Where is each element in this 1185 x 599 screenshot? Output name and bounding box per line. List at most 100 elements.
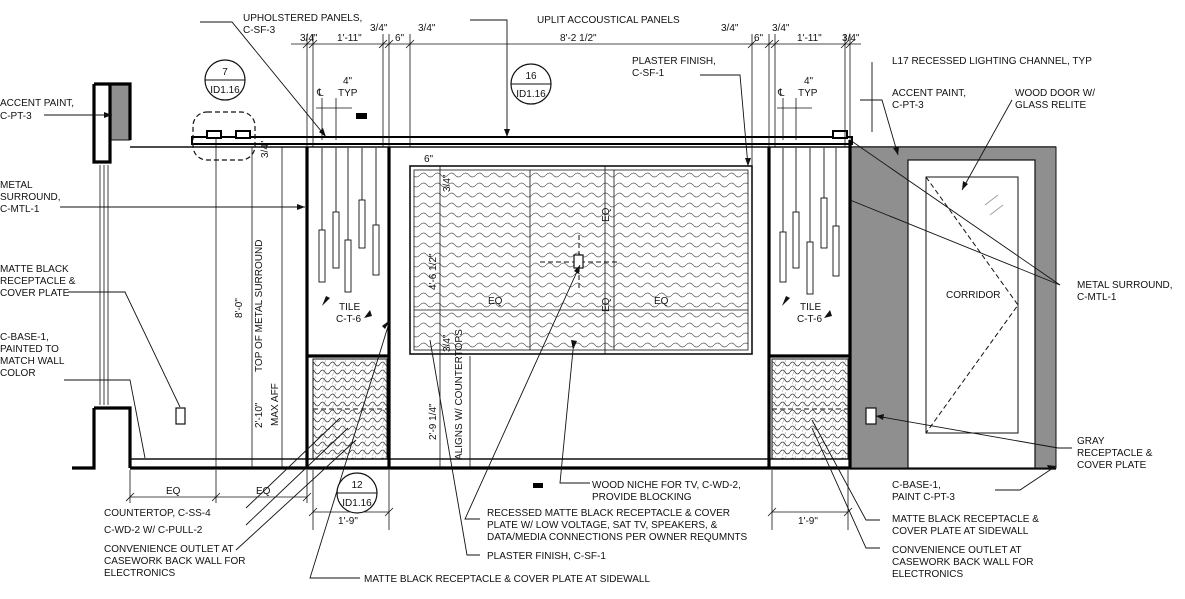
- label-metal-surround-right-2: C-MTL-1: [1077, 292, 1117, 303]
- label-tile-left-2: C-T-6: [336, 314, 361, 325]
- dim-niche-height: 4'-6 1/2": [428, 253, 439, 290]
- dim-top-center-width: 8'-2 1/2": [560, 33, 597, 44]
- lighting-channel-mid-left: [235, 130, 251, 139]
- label-accent-paint-left-2: C-PT-3: [0, 111, 32, 122]
- dimension-text: 3/4" 1'-11" 3/4" 6" 3/4" 8'-2 1/2" 3/4" …: [166, 23, 860, 527]
- label-receptacle-left-1: MATTE BLACK: [0, 264, 69, 275]
- dim-outlet-height: 2'-10": [254, 402, 265, 428]
- door-glass-glare-1: [984, 194, 999, 206]
- label-outlet-right-2: CASEWORK BACK WALL FOR: [892, 557, 1034, 568]
- label-base-right-2: PAINT C-PT-3: [892, 492, 955, 503]
- dim-bottom-right-cabinet: 1'-9": [798, 516, 818, 527]
- label-accent-paint-right-2: C-PT-3: [892, 100, 924, 111]
- label-recessed-3: DATA/MEDIA CONNECTIONS PER OWNER REQUMNT…: [487, 532, 748, 543]
- label-accent-paint-left-1: ACCENT PAINT,: [0, 98, 74, 109]
- leader-lines: [44, 19, 1072, 579]
- dim-ceiling-gap: 3/4": [260, 140, 271, 158]
- dim-counter-height: 2'-9 1/4": [428, 403, 439, 440]
- tv-niche-outer: [409, 165, 753, 355]
- label-base-right-1: C-BASE-1,: [892, 480, 941, 491]
- label-outlet-left-3: ELECTRONICS: [104, 568, 175, 579]
- pendant-lights-left: [318, 148, 380, 293]
- dim-top-right-gap-a: 3/4": [721, 23, 739, 34]
- dim-outlet-height-note: MAX AFF: [270, 383, 281, 426]
- dim-eq-niche-right: EQ: [654, 296, 669, 307]
- label-outlet-right-3: ELECTRONICS: [892, 569, 963, 580]
- label-recessed-1: RECESSED MATTE BLACK RECEPTACLE & COVER: [487, 508, 730, 519]
- label-base-left-3: MATCH WALL: [0, 356, 65, 367]
- dim-niche-inner-bottom: 3/4": [442, 334, 453, 352]
- lighting-channel-left: [206, 130, 222, 139]
- detail-tag-7: 7 ID1.16: [204, 59, 246, 101]
- label-metal-surround-left-2: SURROUND,: [0, 192, 61, 203]
- detail-tag-12: 12 ID1.16: [336, 472, 378, 514]
- lighting-channel-right: [832, 130, 848, 139]
- right-wall-receptacle: [865, 407, 877, 425]
- label-wood-door-2: GLASS RELITE: [1015, 100, 1086, 111]
- accoustical-panel-band: [191, 136, 853, 145]
- dim-niche-inner-top: 3/4": [442, 174, 453, 192]
- label-tile-left-1: TILE: [339, 302, 360, 313]
- label-lighting-channel: L17 RECESSED LIGHTING CHANNEL, TYP: [892, 56, 1092, 67]
- pendant-lights-right: [779, 148, 840, 295]
- left-wall-receptacle: [175, 407, 186, 425]
- label-receptacle-left-3: COVER PLATE: [0, 288, 70, 299]
- label-gray-receptacle-1: GRAY: [1077, 436, 1105, 447]
- label-gray-receptacle-2: RECEPTACLE &: [1077, 448, 1153, 459]
- wall-structure: [72, 82, 1057, 488]
- label-metal-surround-right-1: METAL SURROUND,: [1077, 280, 1173, 291]
- label-uplit: UPLIT ACCOUSTICAL PANELS: [537, 15, 680, 26]
- dim-top-left-panel-width: 1'-11": [337, 33, 362, 44]
- label-plaster-top-2: C-SF-1: [632, 68, 665, 79]
- left-accent-wall: [109, 83, 131, 141]
- dim-top-left-panel-left: 3/4": [300, 33, 318, 44]
- dim-channel-right: 4": [804, 76, 814, 87]
- tag-12-sheet: ID1.16: [342, 498, 372, 509]
- label-upholstered-1: UPHOLSTERED PANELS,: [243, 13, 362, 24]
- door-swing-line: [925, 176, 1019, 434]
- dim-top-right-panel-right: 3/4": [842, 33, 860, 44]
- dim-channel-right-typ: TYP: [798, 88, 818, 99]
- label-plaster-bottom: PLASTER FINISH, C-SF-1: [487, 551, 606, 562]
- door-glass-relite: [925, 176, 1019, 434]
- tag-16-sheet: ID1.16: [516, 89, 546, 100]
- dim-channel-left: 4": [343, 76, 353, 87]
- label-metal-surround-left-1: METAL: [0, 180, 33, 191]
- label-tile-right-1: TILE: [800, 302, 821, 313]
- label-base-left-4: COLOR: [0, 368, 36, 379]
- label-receptacle-right-1: MATTE BLACK RECEPTACLE &: [892, 514, 1039, 525]
- dim-eq-niche-bottom: EQ: [601, 297, 612, 312]
- tag-7-sheet: ID1.16: [210, 85, 240, 96]
- label-receptacle-left-2: RECEPTACLE &: [0, 276, 76, 287]
- left-wall-edge-upper: [92, 82, 132, 164]
- tag-7-number: 7: [222, 67, 228, 78]
- dim-eq-niche-top: EQ: [601, 207, 612, 222]
- dim-eq-bottom-right: EQ: [256, 486, 271, 497]
- detail-tag-16: 16 ID1.16: [510, 63, 552, 105]
- dim-top-left-gap: 6": [395, 33, 405, 44]
- label-upholstered-2: C-SF-3: [243, 25, 276, 36]
- label-tile-right-2: C-T-6: [797, 314, 822, 325]
- label-outlet-left-2: CASEWORK BACK WALL FOR: [104, 556, 246, 567]
- label-outlet-left-1: CONVENIENCE OUTLET AT: [104, 544, 234, 555]
- tag-12-number: 12: [351, 480, 363, 491]
- label-outlet-right-1: CONVENIENCE OUTLET AT: [892, 545, 1022, 556]
- dim-overall-height: 8'-0": [234, 298, 245, 318]
- dim-centerline-left: ℄: [316, 88, 324, 99]
- ceiling-light-fixture: [356, 113, 367, 119]
- label-base-left-1: C-BASE-1,: [0, 332, 49, 343]
- label-wood-niche-1: WOOD NICHE FOR TV, C-WD-2,: [592, 480, 741, 491]
- dimension-lines: [125, 34, 861, 530]
- label-sidewall-receptacle: MATTE BLACK RECEPTACLE & COVER PLATE AT …: [364, 574, 650, 585]
- dim-top-right-panel-width: 1'-11": [797, 33, 822, 44]
- niche-receptacle: [573, 254, 584, 269]
- left-wall-edge-lower: [72, 406, 132, 470]
- dim-channel-left-typ: TYP: [338, 88, 358, 99]
- label-receptacle-right-2: COVER PLATE AT SIDEWALL: [892, 526, 1029, 537]
- dim-niche-top-gap: 6": [424, 154, 434, 165]
- annotation-labels: ACCENT PAINT, C-PT-3 METAL SURROUND, C-M…: [0, 13, 1173, 585]
- dim-top-center-left: 3/4": [418, 23, 436, 34]
- dim-surround-height-label: TOP OF METAL SURROUND: [254, 240, 265, 372]
- dim-top-right-panel-left: 3/4": [772, 23, 790, 34]
